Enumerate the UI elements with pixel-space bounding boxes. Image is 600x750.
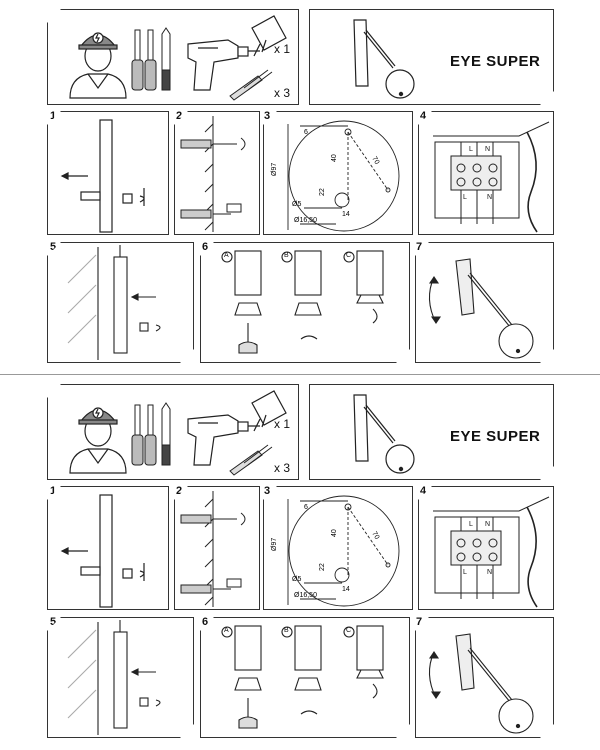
product-title: EYE SUPER bbox=[450, 53, 541, 70]
screwdrivers-icon bbox=[131, 27, 171, 91]
step-1-number: 1 bbox=[50, 110, 57, 122]
step-2-panel bbox=[174, 486, 260, 610]
dim-14: 14 bbox=[342, 586, 350, 593]
step-5-number: 5 bbox=[50, 616, 57, 628]
drill-icon bbox=[187, 39, 260, 91]
dim-22: 22 bbox=[319, 563, 326, 571]
wire-label-top-n: N bbox=[485, 521, 491, 528]
step-7-number: 7 bbox=[416, 616, 423, 628]
step-1-illustration bbox=[60, 119, 145, 233]
step-6-number: 6 bbox=[202, 241, 209, 253]
tools-illustration bbox=[69, 390, 287, 476]
wiring-diagram bbox=[433, 121, 550, 233]
step-1-panel bbox=[47, 111, 169, 235]
dim-22: 22 bbox=[319, 188, 326, 196]
dowel-screw-icon bbox=[229, 69, 273, 101]
dowel-quantity: x 1 bbox=[274, 417, 291, 431]
step-7-illustration bbox=[416, 618, 555, 739]
step-5-number: 5 bbox=[50, 241, 57, 253]
dim-97: Ø97 bbox=[271, 538, 278, 551]
dowel-screw-icon bbox=[229, 444, 273, 476]
wire-label-bot-l: L bbox=[463, 569, 467, 576]
step-3-panel: 6 Ø97 40 70 22 Ø5 14 Ø16,50 bbox=[263, 111, 413, 235]
step-7-number: 7 bbox=[416, 241, 423, 253]
step-7-panel bbox=[415, 242, 554, 363]
lamp-label-c: C bbox=[346, 627, 352, 634]
lamp-label-a: A bbox=[224, 627, 229, 634]
wire-label-bot-l: L bbox=[463, 194, 467, 201]
wire-label-bot-n: N bbox=[487, 194, 493, 201]
product-title: EYE SUPER bbox=[450, 428, 541, 445]
wire-label-top-n: N bbox=[485, 146, 491, 153]
electrician-icon bbox=[69, 32, 127, 99]
step-2-illustration bbox=[180, 116, 246, 232]
step-7-panel bbox=[415, 617, 554, 738]
step-4-panel: L N L N bbox=[418, 486, 554, 610]
lamp-label-a: A bbox=[224, 252, 229, 259]
drill-template-diagram: 6 Ø97 40 70 22 Ø5 14 Ø16,50 bbox=[271, 495, 400, 607]
lamp-label-b: B bbox=[284, 252, 289, 259]
step-5-panel bbox=[47, 242, 194, 363]
tools-panel: x 1 x 3 bbox=[47, 384, 299, 480]
wire-label-bot-n: N bbox=[487, 569, 493, 576]
step-6-illustration bbox=[201, 618, 411, 739]
instruction-sheet-copy: x 1 x 3 EYE SUPER 1 bbox=[0, 375, 600, 750]
wiring-diagram bbox=[433, 496, 550, 608]
dim-1650: Ø16,50 bbox=[294, 217, 317, 224]
dim-70: 70 bbox=[370, 531, 380, 541]
dim-6: 6 bbox=[304, 129, 308, 136]
drill-icon bbox=[187, 414, 260, 466]
lamp-illustration bbox=[310, 10, 555, 106]
gu10-bulb-icon bbox=[251, 390, 287, 432]
product-panel: EYE SUPER bbox=[309, 384, 554, 480]
wire-label-top-l: L bbox=[469, 146, 473, 153]
step-1-illustration bbox=[60, 494, 145, 608]
step-2-number: 2 bbox=[176, 110, 183, 122]
dim-5: Ø5 bbox=[292, 576, 301, 583]
step-4-panel: L N L N bbox=[418, 111, 554, 235]
step-7-illustration bbox=[416, 243, 555, 364]
dim-40: 40 bbox=[331, 154, 338, 162]
wire-label-top-l: L bbox=[469, 521, 473, 528]
dim-1650: Ø16,50 bbox=[294, 592, 317, 599]
step-5-illustration bbox=[48, 618, 195, 739]
step-4-number: 4 bbox=[420, 110, 427, 122]
lamp-label-b: B bbox=[284, 627, 289, 634]
dim-70: 70 bbox=[370, 156, 380, 166]
dim-5: Ø5 bbox=[292, 201, 301, 208]
gu10-bulb-icon bbox=[251, 15, 287, 57]
step-5-panel bbox=[47, 617, 194, 738]
tools-panel: x 1 x 3 bbox=[47, 9, 299, 105]
drill-template-diagram: 6 Ø97 40 70 22 Ø5 14 Ø16,50 bbox=[271, 120, 400, 232]
page-divider bbox=[0, 374, 600, 375]
screwdrivers-icon bbox=[131, 402, 171, 466]
screw-quantity: x 3 bbox=[274, 86, 291, 100]
dim-14: 14 bbox=[342, 211, 350, 218]
step-3-panel: 6 Ø97 40 70 22 Ø5 14 Ø16,50 bbox=[263, 486, 413, 610]
tools-illustration bbox=[69, 15, 287, 101]
step-6-panel: A B C bbox=[200, 617, 410, 738]
step-2-number: 2 bbox=[176, 485, 183, 497]
step-2-illustration bbox=[180, 491, 246, 607]
dim-97: Ø97 bbox=[271, 163, 278, 176]
step-1-number: 1 bbox=[50, 485, 57, 497]
dim-40: 40 bbox=[331, 529, 338, 537]
step-6-panel: A B C bbox=[200, 242, 410, 363]
product-panel: EYE SUPER bbox=[309, 9, 554, 105]
electrician-icon bbox=[69, 407, 127, 474]
step-3-number: 3 bbox=[264, 110, 271, 122]
step-4-number: 4 bbox=[420, 485, 427, 497]
lamp-illustration bbox=[310, 385, 555, 481]
step-5-illustration bbox=[48, 243, 195, 364]
step-3-number: 3 bbox=[264, 485, 271, 497]
step-6-number: 6 bbox=[202, 616, 209, 628]
instruction-sheet: x 1 x 3 EYE SUPER 1 bbox=[47, 9, 554, 375]
screw-quantity: x 3 bbox=[274, 461, 291, 475]
dim-6: 6 bbox=[304, 504, 308, 511]
lamp-label-c: C bbox=[346, 252, 352, 259]
step-2-panel bbox=[174, 111, 260, 235]
step-6-illustration bbox=[201, 243, 411, 364]
dowel-quantity: x 1 bbox=[274, 42, 291, 56]
step-1-panel bbox=[47, 486, 169, 610]
